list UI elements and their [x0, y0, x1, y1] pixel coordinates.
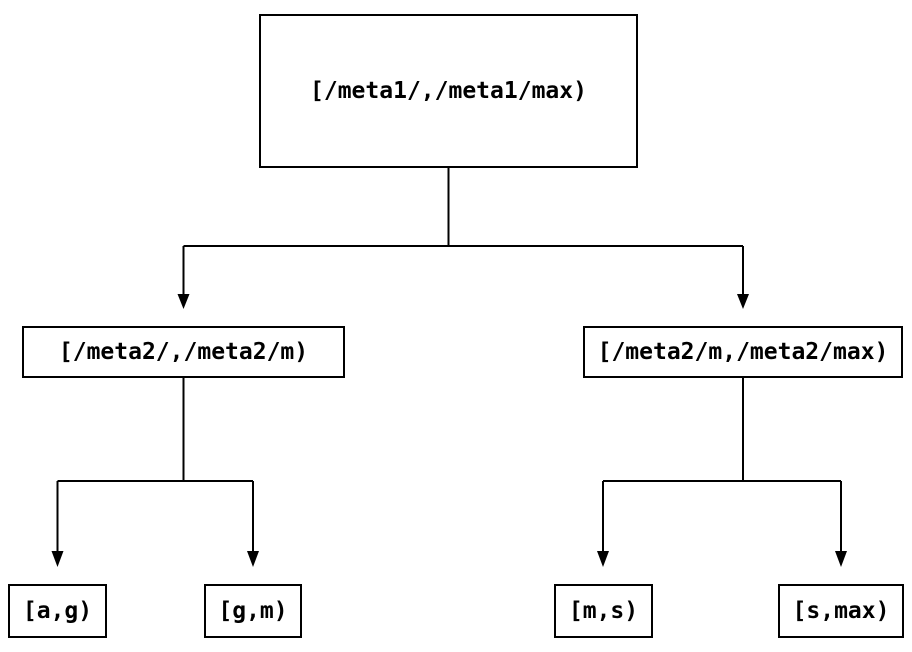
node-root: [/meta1/,/meta1/max) [259, 14, 638, 168]
edge-left-to-leaves [51, 378, 259, 567]
arrowhead-icon [835, 551, 847, 567]
edge-root-to-children [177, 168, 749, 309]
arrowhead-icon [247, 551, 259, 567]
arrowhead-icon [737, 294, 749, 309]
node-leaf-ag: [a,g) [8, 584, 107, 638]
arrowhead-icon [51, 551, 64, 567]
arrowhead-icon [597, 551, 609, 567]
node-leaf-gm: [g,m) [204, 584, 302, 638]
node-meta2-left: [/meta2/,/meta2/m) [22, 326, 345, 378]
node-leaf-ms: [m,s) [554, 584, 653, 638]
arrowhead-icon [177, 294, 190, 309]
edge-right-to-leaves [597, 378, 847, 567]
node-meta2-right: [/meta2/m,/meta2/max) [583, 326, 903, 378]
node-leaf-smax: [s,max) [778, 584, 904, 638]
